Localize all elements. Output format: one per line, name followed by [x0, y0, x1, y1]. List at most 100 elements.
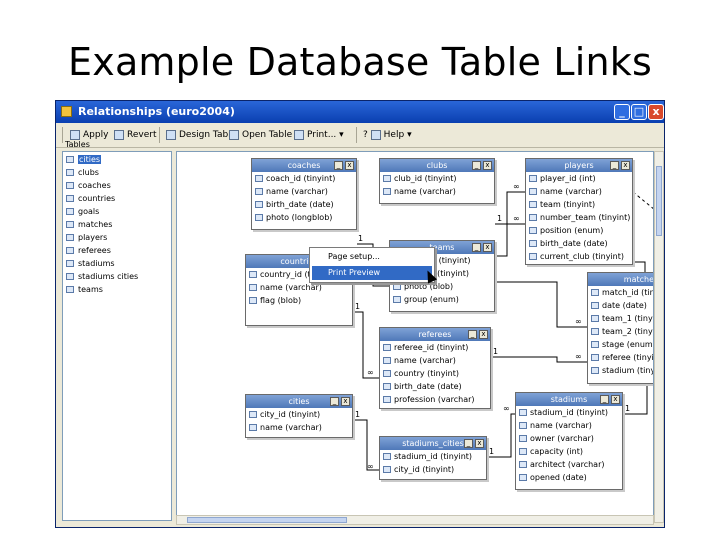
- field-label: team (tinyint): [540, 200, 596, 209]
- field-icon: [519, 422, 527, 429]
- chevron-down-icon[interactable]: ▾: [407, 130, 412, 140]
- close-table-button[interactable]: x: [345, 161, 354, 170]
- window-title: Relationships (euro2004): [78, 105, 235, 118]
- close-table-button[interactable]: x: [611, 395, 620, 404]
- table-field: match_id (tinyint): [588, 286, 653, 299]
- field-icon: [393, 296, 401, 303]
- print-label: Print...: [307, 130, 337, 140]
- minimize-button[interactable]: _: [614, 104, 630, 120]
- field-icon: [519, 448, 527, 455]
- table-field: team_2 (tinyint): [588, 325, 653, 338]
- field-label: team_2 (tinyint): [602, 327, 653, 336]
- relation-line: [487, 281, 587, 328]
- table-field: current_club (tinyint): [526, 250, 632, 263]
- close-table-button[interactable]: x: [621, 161, 630, 170]
- design-table-button[interactable]: Design Table: [166, 128, 236, 142]
- close-table-button[interactable]: x: [483, 243, 492, 252]
- chevron-down-icon[interactable]: ▾: [339, 130, 344, 140]
- menu-item-print-preview[interactable]: Print Preview: [312, 266, 432, 280]
- table-header[interactable]: matches_x: [588, 273, 653, 286]
- print-dropdown-menu: Page setup... Print Preview: [309, 247, 435, 283]
- maximize-button[interactable]: □: [631, 104, 647, 120]
- help-button[interactable]: ? Help ▾: [363, 128, 412, 142]
- table-cities[interactable]: cities_x city_id (tinyint) name (varchar…: [245, 394, 353, 438]
- table-header[interactable]: players_x: [526, 159, 632, 172]
- field-icon: [519, 474, 527, 481]
- table-referees[interactable]: referees_x referee_id (tinyint) name (va…: [379, 327, 491, 409]
- field-label: birth_date (date): [394, 382, 462, 391]
- minimize-table-button[interactable]: _: [610, 161, 619, 170]
- open-table-label: Open Table: [242, 130, 293, 140]
- minimize-table-button[interactable]: _: [464, 439, 473, 448]
- tables-list-item[interactable]: coaches: [66, 180, 111, 191]
- vertical-scrollbar[interactable]: [654, 151, 664, 523]
- field-label: name (varchar): [394, 356, 456, 365]
- field-label: club_id (tinyint): [394, 174, 457, 183]
- table-matches[interactable]: matches_x match_id (tinyint) date (date)…: [587, 272, 653, 384]
- table-header[interactable]: stadiums_cities_x: [380, 437, 486, 450]
- tables-list-item[interactable]: stadiums cities: [66, 271, 138, 282]
- apply-button[interactable]: Apply: [70, 128, 108, 142]
- minimize-table-button[interactable]: _: [334, 161, 343, 170]
- table-header[interactable]: coaches_x: [252, 159, 356, 172]
- table-header[interactable]: cities_x: [246, 395, 352, 408]
- revert-icon: [114, 129, 124, 140]
- table-coaches[interactable]: coaches_x coach_id (tinyint) name (varch…: [251, 158, 357, 230]
- field-label: group (enum): [404, 295, 459, 304]
- window-titlebar[interactable]: Relationships (euro2004) _ □ x: [56, 101, 664, 123]
- close-table-button[interactable]: x: [483, 161, 492, 170]
- minimize-table-button[interactable]: _: [330, 397, 339, 406]
- tables-list-item[interactable]: matches: [66, 219, 112, 230]
- tables-list-item[interactable]: referees: [66, 245, 111, 256]
- scrollbar-thumb[interactable]: [656, 166, 662, 236]
- close-table-button[interactable]: x: [475, 439, 484, 448]
- table-header[interactable]: referees_x: [380, 328, 490, 341]
- tables-list-item[interactable]: teams: [66, 284, 103, 295]
- field-label: owner (varchar): [530, 434, 594, 443]
- cardinality-many: ∞: [503, 404, 510, 413]
- close-button[interactable]: x: [648, 104, 664, 120]
- print-button[interactable]: Print... ▾: [294, 128, 344, 142]
- field-label: stadium_id (tinyint): [394, 452, 473, 461]
- minimize-table-button[interactable]: _: [600, 395, 609, 404]
- tables-list-item[interactable]: stadiums: [66, 258, 115, 269]
- open-table-button[interactable]: Open Table: [229, 128, 292, 142]
- help-label: Help: [383, 130, 405, 140]
- cardinality-many: ∞: [367, 462, 374, 471]
- table-field: flag (blob): [246, 294, 352, 307]
- table-clubs[interactable]: clubs_x club_id (tinyint) name (varchar): [379, 158, 495, 204]
- minimize-table-button[interactable]: _: [468, 330, 477, 339]
- relationships-canvas[interactable]: 1 ∞ 1 ∞ 1 ∞ ∞ ∞ 1 ∞ 1 ∞ 1 ∞ 1 ∞ 1 ∞ coac…: [176, 151, 654, 523]
- table-field: team_1 (tinyint): [588, 312, 653, 325]
- tables-list-item[interactable]: countries: [66, 193, 115, 204]
- close-table-button[interactable]: x: [479, 330, 488, 339]
- table-icon: [66, 273, 74, 280]
- table-field: number_team (tinyint): [526, 211, 632, 224]
- table-field: coach_id (tinyint): [252, 172, 356, 185]
- revert-button[interactable]: Revert: [114, 128, 156, 142]
- table-players[interactable]: players_x player_id (int) name (varchar)…: [525, 158, 633, 265]
- field-label: name (varchar): [260, 283, 322, 292]
- design-table-label: Design Table: [179, 130, 237, 140]
- field-label: photo (longblob): [266, 213, 333, 222]
- question-icon: ?: [363, 130, 368, 140]
- table-header[interactable]: stadiums_x: [516, 393, 622, 406]
- tables-list-item[interactable]: players: [66, 232, 107, 243]
- cardinality-one: 1: [355, 410, 361, 419]
- table-name: clubs: [426, 161, 448, 170]
- tables-list-item[interactable]: goals: [66, 206, 99, 217]
- table-stadiums[interactable]: stadiums_x stadium_id (tinyint) name (va…: [515, 392, 623, 490]
- table-teams[interactable]: teams_x team_id (tinyint) country (tinyi…: [389, 240, 495, 312]
- table-stadiums-cities[interactable]: stadiums_cities_x stadium_id (tinyint) c…: [379, 436, 487, 480]
- minimize-table-button[interactable]: _: [472, 243, 481, 252]
- table-header[interactable]: clubs _x: [380, 159, 494, 172]
- tables-list-item[interactable]: cities: [66, 154, 102, 165]
- minimize-table-button[interactable]: _: [472, 161, 481, 170]
- tables-list-item[interactable]: clubs: [66, 167, 99, 178]
- horizontal-scrollbar[interactable]: [176, 515, 654, 525]
- close-table-button[interactable]: x: [341, 397, 350, 406]
- menu-item-page-setup[interactable]: Page setup...: [328, 252, 380, 261]
- field-icon: [591, 341, 599, 348]
- scrollbar-thumb[interactable]: [187, 517, 347, 523]
- relation-line: [632, 191, 653, 210]
